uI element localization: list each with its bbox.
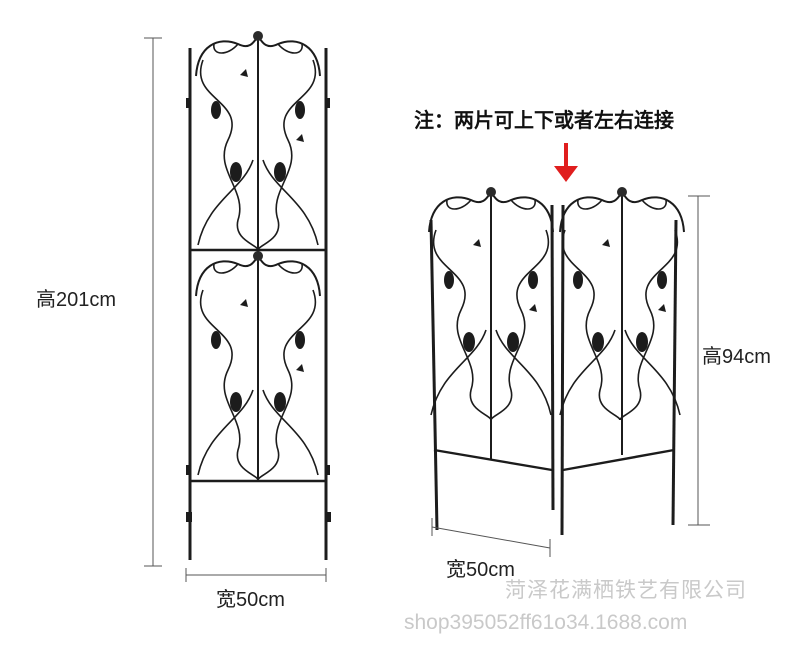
red-down-arrow [554, 143, 578, 182]
watermark-company: 菏泽花满栖铁艺有限公司 [505, 579, 747, 602]
height-label-left: 高201cm [36, 289, 117, 311]
short-trellis-left-panel [428, 186, 555, 531]
connection-note: 注：两片可上下或者左右连接 [414, 110, 674, 132]
width-label-right: 宽50cm [446, 559, 515, 581]
watermark-shop-url: shop395052ff61o34.1688.com [404, 611, 688, 634]
short-trellis-right-panel [559, 186, 685, 536]
height-dimension-right [688, 195, 710, 526]
tall-trellis [186, 30, 331, 560]
width-dimension-left [185, 568, 327, 582]
width-label-left: 宽50cm [216, 589, 285, 611]
height-label-right: 高94cm [702, 346, 771, 368]
width-dimension-right [431, 518, 551, 557]
height-dimension-left [144, 37, 162, 567]
